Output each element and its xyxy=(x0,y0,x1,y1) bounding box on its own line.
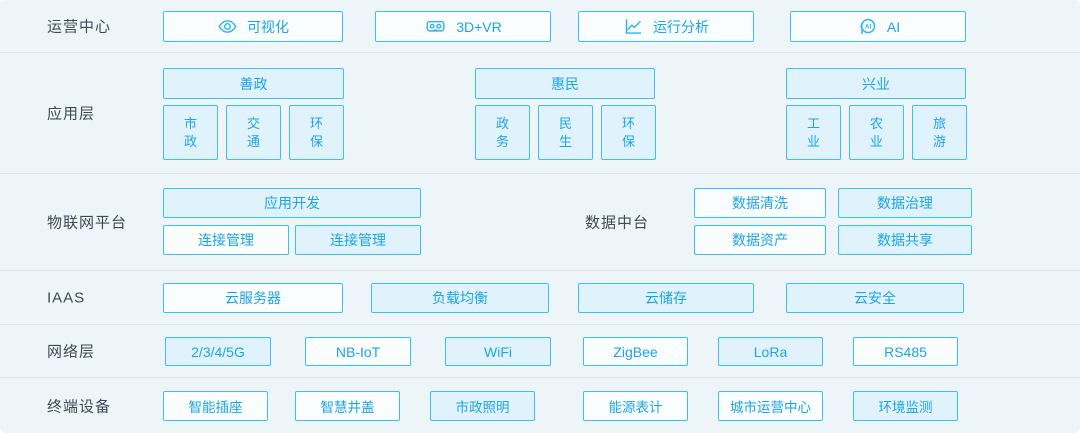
node-environment: 环保 xyxy=(289,105,344,160)
row-label-iot-platform: 物联网平台 xyxy=(47,214,128,232)
node-operation-analysis: 运行分析 xyxy=(578,11,754,42)
row-label-terminal-devices: 终端设备 xyxy=(47,398,112,415)
node-cellular-2345g: 2/3/4/5G xyxy=(165,337,271,366)
node-lora: LoRa xyxy=(718,337,823,366)
node-traffic: 交通 xyxy=(226,105,281,160)
row-label-operations-center: 运营中心 xyxy=(47,18,112,36)
node-gov-affairs: 政务 xyxy=(475,105,530,160)
node-wifi: WiFi xyxy=(445,337,551,366)
node-data-cleaning: 数据清洗 xyxy=(694,188,826,218)
node-environment-monitoring: 环境监测 xyxy=(853,391,958,421)
node-ai: AI AI xyxy=(790,11,966,42)
node-3d-vr: 3D+VR xyxy=(375,11,551,42)
row-network-layer: 网络层 2/3/4/5G NB-IoT WiFi ZigBee LoRa RS4… xyxy=(0,324,1080,377)
node-smart-socket: 智能插座 xyxy=(163,391,268,421)
node-cloud-server: 云服务器 xyxy=(163,283,343,313)
node-energy-meter: 能源表计 xyxy=(583,391,688,421)
row-label-data-platform: 数据中台 xyxy=(585,214,650,232)
node-cloud-security: 云安全 xyxy=(786,283,964,313)
node-connection-management: 连接管理 xyxy=(163,225,289,255)
node-data-sharing: 数据共享 xyxy=(838,225,972,255)
node-benefit-people: 惠民 xyxy=(475,68,655,99)
node-data-governance: 数据治理 xyxy=(838,188,972,218)
row-label-application-layer: 应用层 xyxy=(47,105,96,123)
node-nb-iot: NB-IoT xyxy=(305,337,411,366)
node-industry: 工业 xyxy=(786,105,841,160)
ai-head-icon: AI xyxy=(856,16,878,38)
node-label: 3D+VR xyxy=(456,18,502,35)
node-label: 运行分析 xyxy=(653,18,709,35)
svg-text:AI: AI xyxy=(865,23,872,30)
node-connection-management: 连接管理 xyxy=(295,225,421,255)
node-visualization: 可视化 xyxy=(163,11,343,42)
node-app-development: 应用开发 xyxy=(163,188,421,218)
node-industry-growth: 兴业 xyxy=(786,68,966,99)
node-zigbee: ZigBee xyxy=(583,337,688,366)
row-terminal-devices: 终端设备 智能插座 智慧井盖 市政照明 能源表计 城市运营中心 环境监测 xyxy=(0,377,1080,433)
node-label: AI xyxy=(886,18,901,35)
node-rs485: RS485 xyxy=(853,337,958,366)
node-smart-manhole: 智慧井盖 xyxy=(295,391,400,421)
eye-icon xyxy=(217,16,238,37)
row-label-iaas: IAAS xyxy=(47,289,86,306)
node-environment: 环保 xyxy=(601,105,656,160)
row-operations-center: 运营中心 可视化 3D+VR xyxy=(0,0,1080,52)
node-load-balancing: 负载均衡 xyxy=(371,283,549,313)
node-agriculture: 农业 xyxy=(849,105,904,160)
node-municipal: 市政 xyxy=(163,105,218,160)
node-municipal-lighting: 市政照明 xyxy=(430,391,535,421)
node-good-governance: 善政 xyxy=(163,68,344,99)
vr-goggles-icon xyxy=(424,16,447,37)
node-data-assets: 数据资产 xyxy=(694,225,826,255)
node-tourism: 旅游 xyxy=(912,105,967,160)
node-cloud-storage: 云储存 xyxy=(578,283,754,313)
node-city-operation-center: 城市运营中心 xyxy=(718,391,823,421)
node-livelihood: 民生 xyxy=(538,105,593,160)
row-application-layer: 应用层 善政 市政 交通 环保 惠民 政务 民生 环保 兴业 工业 农业 旅游 xyxy=(0,52,1080,173)
row-label-network-layer: 网络层 xyxy=(47,343,96,361)
node-label: 可视化 xyxy=(247,18,289,35)
line-chart-icon xyxy=(623,16,644,37)
row-iot-platform: 物联网平台 应用开发 连接管理 连接管理 数据中台 数据清洗 数据治理 数据资产… xyxy=(0,173,1080,270)
row-iaas: IAAS 云服务器 负载均衡 云储存 云安全 xyxy=(0,270,1080,324)
